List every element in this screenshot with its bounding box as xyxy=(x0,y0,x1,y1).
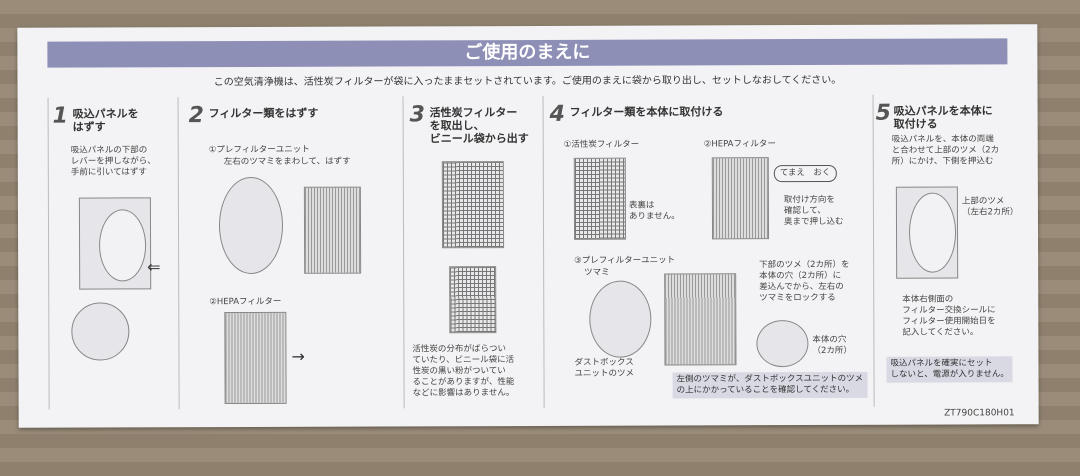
step-number: 4 xyxy=(549,101,565,127)
step-number: 2 xyxy=(188,103,204,129)
step-number: 1 xyxy=(52,103,68,129)
carbon-filter-illustration xyxy=(441,161,505,249)
intake-panel-illustration xyxy=(98,209,147,282)
intake-panel-illustration xyxy=(908,192,957,273)
substep-label: ①活性炭フィルター xyxy=(563,139,640,150)
step-text: 吸込パネルの下部の レバーを押しながら、 手前に引いてはずす xyxy=(70,145,156,178)
hepa-filter-illustration xyxy=(224,311,287,405)
substep-label: ②HEPAフィルター xyxy=(209,296,282,308)
step-5-panel: 5 吸込パネルを本体に 取付ける 吸込パネルを、本体の両端 と合わせて上部のツメ… xyxy=(872,94,1020,407)
hepa-install-illustration xyxy=(711,157,770,240)
substep-text: 取付け方向を 確認して、 奥まで押し込む xyxy=(783,194,844,228)
step-text: 吸込パネルを、本体の両端 と合わせて上部のツメ（2カ 所）にかけ、下側を押込む xyxy=(891,134,1000,167)
step-title: 吸込パネルを はずす xyxy=(72,107,139,134)
caution-note: 左側のツマミが、ダストボックスユニットのツメ の上にかかっていることを確認してく… xyxy=(672,371,868,399)
step-title: 活性炭フィルター を取出し、 ビニール袋から出す xyxy=(429,106,529,146)
step-2-panel: 2 フィルター類をはずす ①プレフィルターユニット 左右のツマミをまわして、はず… xyxy=(177,96,400,410)
substep-text: 左右のツマミをまわして、はずす xyxy=(223,156,351,168)
step-title: フィルター類をはずす xyxy=(208,106,319,121)
step-number: 3 xyxy=(409,102,425,128)
step-title: フィルター類を本体に取付ける xyxy=(569,105,724,119)
substep-text: 下部のツメ（2カ所）を 本体の穴（2カ所）に 差込んでから、左右の ツマミをロッ… xyxy=(759,259,850,304)
lever-detail-illustration xyxy=(71,302,130,361)
page-title: ご使用のまえに xyxy=(47,38,1008,68)
knob-detail-illustration xyxy=(218,176,284,275)
carbon-install-illustration xyxy=(573,157,627,240)
side-sticker-text: 本体右側面の フィルター交換シールに フィルター使用開始日を 記入してください。 xyxy=(902,294,996,338)
knob-lock-detail-illustration xyxy=(589,280,652,358)
dust-box-label: ダストボックス ユニットのツメ xyxy=(574,357,635,379)
arrow-icon: → xyxy=(291,346,305,366)
instruction-sheet: ご使用のまえに この空気清浄機は、活性炭フィルターが袋に入ったままセットされてい… xyxy=(17,24,1039,428)
step-3-panel: 3 活性炭フィルター を取出し、 ビニール袋から出す 活性炭の分布がばらつい て… xyxy=(402,95,540,409)
substep-label: ②HEPAフィルター xyxy=(703,139,776,150)
substep-label: ①プレフィルターユニット xyxy=(208,144,310,156)
carbon-filter-bag-illustration xyxy=(449,266,497,334)
intro-text: この空気清浄機は、活性炭フィルターが袋に入ったままセットされています。ご使用のま… xyxy=(213,74,842,89)
document-code: ZT790C180H01 xyxy=(944,408,1015,419)
substep-text: 表裏は ありません。 xyxy=(628,200,680,222)
caution-note: 吸込パネルを確実にセット しないと、電源が入りません。 xyxy=(886,356,1013,383)
step-number: 5 xyxy=(875,100,891,126)
claw-label: 上部のツメ （左右2カ所） xyxy=(961,196,1019,218)
prefilter-illustration xyxy=(303,186,362,274)
hole-detail-illustration xyxy=(756,320,809,368)
step-4-panel: 4 フィルター類を本体に取付ける ①活性炭フィルター 表裏は ありません。 ②H… xyxy=(542,94,870,408)
step-1-panel: 1 吸込パネルを はずす 吸込パネルの下部の レバーを押しながら、 手前に引いて… xyxy=(47,97,175,410)
knob-label: ツマミ xyxy=(584,267,610,278)
direction-label: てまえ おく xyxy=(773,164,837,183)
arrow-icon: ⇐ xyxy=(147,257,161,277)
step-text: 活性炭の分布がばらつい ていたり、ビニール袋に活 性炭の黒い粉がついてい ること… xyxy=(412,344,515,399)
substep-label: ③プレフィルターユニット xyxy=(574,255,676,266)
step-title: 吸込パネルを本体に 取付ける xyxy=(893,104,993,131)
prefilter-install-illustration xyxy=(664,273,737,366)
hole-label: 本体の穴 （2カ所） xyxy=(812,334,852,357)
